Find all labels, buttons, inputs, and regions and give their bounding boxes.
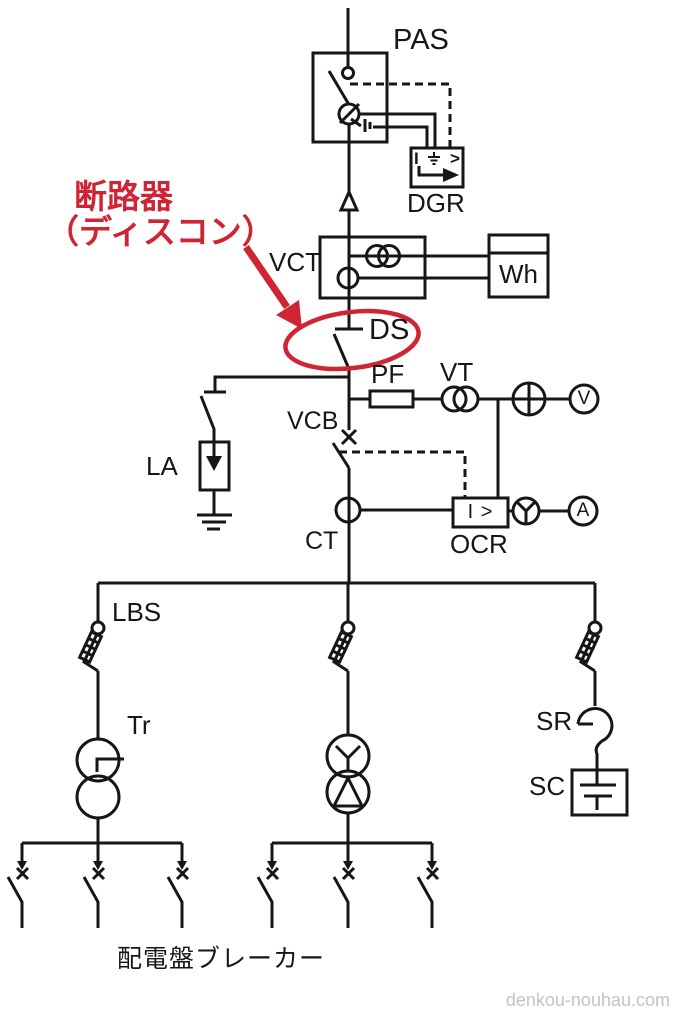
ammeter-letter: A: [576, 500, 590, 521]
pas-symbol: [311, 51, 389, 192]
transformer-3phase: [325, 733, 371, 815]
wh-label: Wh: [499, 259, 538, 289]
pf-label: PF: [371, 359, 405, 389]
dgr-label: DGR: [407, 188, 465, 218]
la-arrester: [197, 375, 348, 531]
vt-label: VT: [440, 357, 474, 387]
dgr-relay: [409, 146, 465, 189]
panel-breaker: [6, 841, 30, 930]
voltmeter: [568, 383, 600, 415]
vcb-trip-dashed: [339, 450, 467, 497]
pf-fuse: [348, 389, 443, 409]
annotation-line1: 断路器: [74, 178, 173, 215]
wh-meter: [487, 233, 550, 299]
lbs-switch-left: [78, 581, 106, 673]
annotation-ellipse: [283, 308, 421, 372]
annotation-line2: （ディスコン）: [46, 213, 275, 250]
transformer-tr: [75, 737, 124, 820]
dgr-current-symbol: I: [414, 149, 419, 168]
dgr-element: I >: [414, 149, 460, 168]
sc-label: SC: [529, 771, 566, 801]
pas-dgr-wire-a: [359, 112, 437, 148]
panel-breaker: [82, 841, 106, 930]
sc-capacitor: [570, 768, 629, 817]
pas-dgr-wire-b: [373, 125, 429, 148]
la-label: LA: [146, 451, 178, 481]
dgr-gt-symbol: >: [450, 149, 460, 168]
ocr-label: OCR: [450, 529, 508, 559]
sr-reactor: [576, 707, 614, 770]
ammeter-switch: [511, 496, 541, 526]
ct-label: CT: [305, 527, 339, 555]
watermark: denkou-nouhau.com: [505, 990, 670, 1010]
ocr-element: I >: [467, 501, 494, 523]
pas-dgr-dashed: [350, 82, 452, 148]
annotation-graphics: [243, 245, 421, 372]
vct-symbol: [318, 235, 489, 300]
sr-label: SR: [536, 706, 573, 736]
ammeter: [567, 495, 599, 527]
panel-breaker: [416, 841, 440, 930]
vct-label: VCT: [269, 247, 321, 277]
tr-label: Tr: [127, 710, 151, 740]
annotation-arrow: [243, 245, 290, 309]
pas-label: PAS: [393, 24, 449, 56]
vcb-symbol: [331, 428, 358, 469]
ground-symbol: [197, 513, 232, 531]
ds-label: DS: [369, 314, 410, 346]
panel-breaker: [256, 841, 280, 930]
demarcation-triangle: [338, 188, 360, 212]
panel-breaker: [166, 841, 190, 930]
lbs-switch-mid: [328, 581, 356, 673]
vcb-label: VCB: [287, 407, 339, 435]
ds-symbol: [332, 327, 363, 370]
lbs-switch-right: [575, 581, 603, 673]
panel-breaker-label: 配電盤ブレーカー: [117, 945, 326, 973]
voltmeter-switch: [511, 381, 547, 417]
panel-breaker: [332, 841, 356, 930]
voltmeter-letter: V: [577, 388, 591, 409]
lbs-label: LBS: [112, 597, 162, 627]
vt-symbol: [440, 385, 480, 413]
ground-icon: [428, 152, 441, 165]
